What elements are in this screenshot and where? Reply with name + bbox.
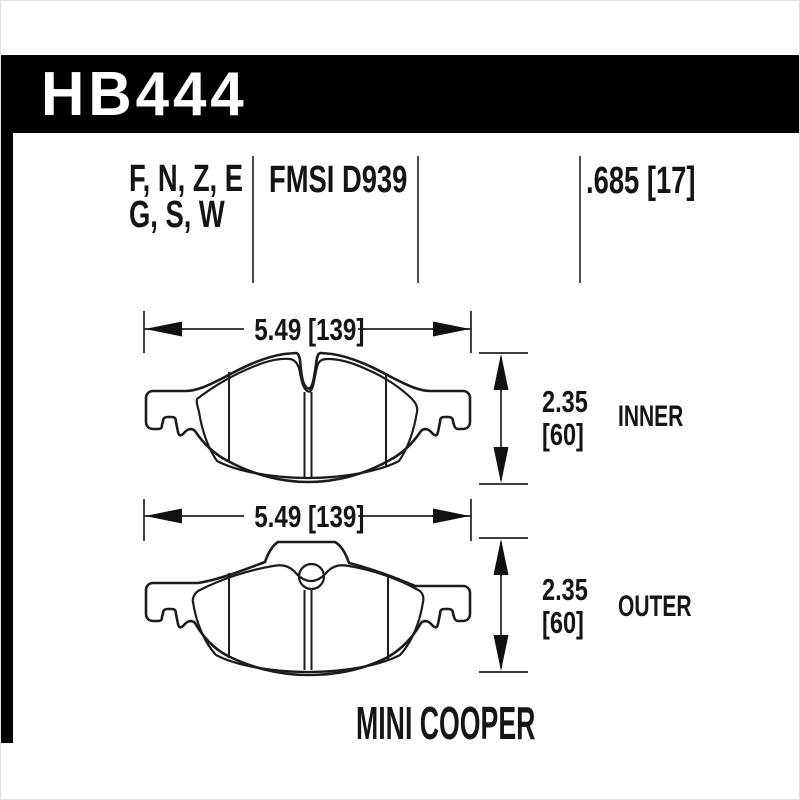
outer-height-dim-mm: [60] — [542, 605, 584, 640]
compound-codes-line1: F, N, Z, E — [129, 158, 244, 200]
inner-width-dim-text: 5.49 [139] — [254, 312, 365, 347]
outer-pad-center-slot — [303, 590, 313, 670]
compound-codes: F, N, Z, E G, S, W — [129, 158, 244, 236]
arrow-down-icon — [493, 635, 509, 671]
left-border-strip — [1, 55, 13, 743]
pad-thickness-value: .685 [17] — [586, 160, 696, 202]
arrow-right-icon — [433, 508, 470, 524]
fmsi-code: FMSI D939 — [269, 159, 408, 201]
outer-pad-backplate-outline — [144, 540, 472, 677]
outer-height-dimension — [479, 537, 528, 673]
inner-height-dim-mm: [60] — [542, 417, 584, 452]
arrow-right-icon — [433, 321, 470, 337]
vehicle-name: MINI COOPER — [356, 697, 536, 749]
arrow-down-icon — [493, 447, 509, 483]
outer-width-dim-text: 5.49 [139] — [254, 499, 365, 534]
outer-pad-label: OUTER — [618, 590, 692, 623]
arrow-up-icon — [493, 539, 509, 575]
spec-divider-2 — [417, 156, 419, 283]
outer-height-dim-in: 2.35 — [542, 572, 588, 607]
outer-height-ticks — [479, 537, 528, 673]
inner-pad-backplate-outline — [144, 351, 472, 484]
inner-pad-friction-outline — [195, 357, 419, 480]
arrow-up-icon — [493, 354, 509, 390]
arrow-left-icon — [145, 321, 182, 337]
spec-divider-3 — [579, 156, 581, 283]
compound-codes-line2: G, S, W — [129, 194, 225, 236]
part-number: HB444 — [41, 60, 248, 129]
inner-height-ticks — [479, 352, 528, 485]
inner-pad-label: INNER — [618, 400, 684, 433]
inner-height-dimension — [479, 352, 528, 485]
inner-pad-center-slot — [303, 392, 313, 477]
inner-height-dim-in: 2.35 — [542, 384, 588, 419]
spec-divider-1 — [252, 156, 254, 283]
inner-pad-drawing — [144, 351, 472, 484]
outer-pad-guide-hole — [297, 562, 326, 591]
header-bar — [1, 55, 799, 133]
outer-pad-drawing — [144, 540, 472, 677]
outer-pad-friction-outline — [191, 564, 425, 674]
arrow-left-icon — [145, 508, 182, 524]
